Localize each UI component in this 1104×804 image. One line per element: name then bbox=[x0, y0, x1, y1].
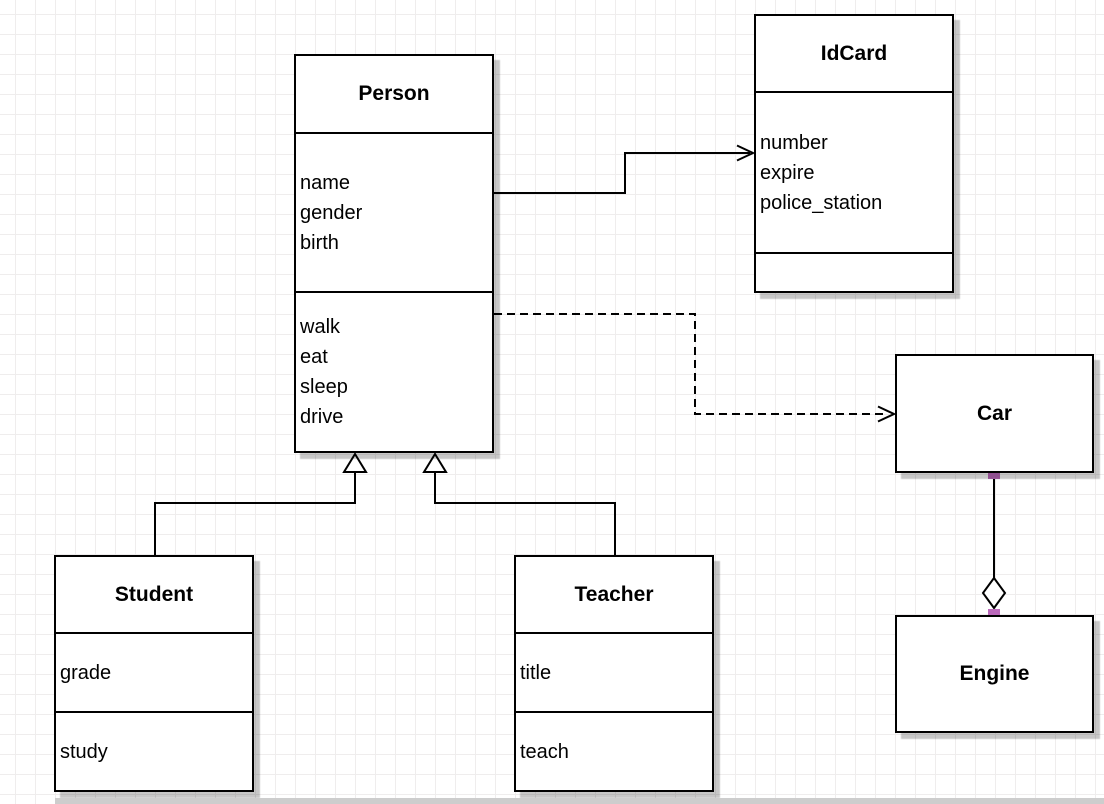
methods-section: walk eat sleep drive bbox=[296, 293, 492, 451]
generalization-teacher-person[interactable] bbox=[422, 452, 616, 555]
attributes-section: number expire police_station bbox=[756, 93, 952, 254]
open-arrowhead-icon bbox=[736, 144, 756, 162]
attribute: birth bbox=[300, 231, 339, 254]
class-box-teacher[interactable]: Teacher title teach bbox=[514, 555, 714, 792]
method: teach bbox=[520, 740, 569, 763]
hollow-diamond-icon bbox=[981, 576, 1007, 610]
attribute: expire bbox=[760, 161, 815, 184]
method: study bbox=[60, 740, 108, 763]
method: drive bbox=[300, 406, 344, 428]
class-box-student[interactable]: Student grade study bbox=[54, 555, 254, 792]
association-person-idcard[interactable] bbox=[494, 144, 756, 194]
class-title: Student bbox=[56, 557, 252, 634]
class-title: Car bbox=[976, 401, 1013, 425]
attributes-section: grade bbox=[56, 634, 252, 713]
dependency-person-car[interactable] bbox=[494, 313, 897, 423]
class-title: Teacher bbox=[516, 557, 712, 634]
class-box-engine[interactable]: Engine bbox=[895, 615, 1094, 733]
dependency-line[interactable] bbox=[494, 313, 886, 415]
canvas-edge bbox=[55, 798, 1104, 804]
class-box-person[interactable]: Person name gender birth walk eat sleep … bbox=[294, 54, 494, 453]
method: sleep bbox=[300, 376, 348, 398]
class-title: Person bbox=[296, 56, 492, 134]
hollow-triangle-icon bbox=[342, 452, 368, 473]
attribute: grade bbox=[60, 661, 112, 684]
attribute: police_station bbox=[760, 191, 883, 214]
attributes-section: name gender birth bbox=[296, 134, 492, 293]
generalization-line[interactable] bbox=[154, 471, 356, 555]
hollow-triangle-icon bbox=[422, 452, 448, 473]
method: walk bbox=[300, 316, 341, 338]
aggregation-car-engine[interactable] bbox=[981, 467, 1007, 621]
method: eat bbox=[300, 346, 328, 368]
class-box-car[interactable]: Car bbox=[895, 354, 1094, 473]
attribute: title bbox=[520, 661, 552, 684]
open-arrowhead-icon bbox=[877, 405, 897, 423]
attribute: gender bbox=[300, 201, 363, 224]
attributes-section: title bbox=[516, 634, 712, 713]
class-title: Engine bbox=[959, 662, 1030, 685]
class-title: IdCard bbox=[756, 16, 952, 93]
attribute: name bbox=[300, 171, 351, 194]
generalization-student-person[interactable] bbox=[154, 452, 368, 555]
attribute: number bbox=[760, 131, 828, 154]
methods-section: teach bbox=[516, 713, 712, 790]
class-box-idcard[interactable]: IdCard number expire police_station bbox=[754, 14, 954, 293]
methods-section bbox=[756, 254, 952, 291]
generalization-line[interactable] bbox=[434, 471, 616, 555]
association-line[interactable] bbox=[494, 152, 750, 194]
methods-section: study bbox=[56, 713, 252, 790]
